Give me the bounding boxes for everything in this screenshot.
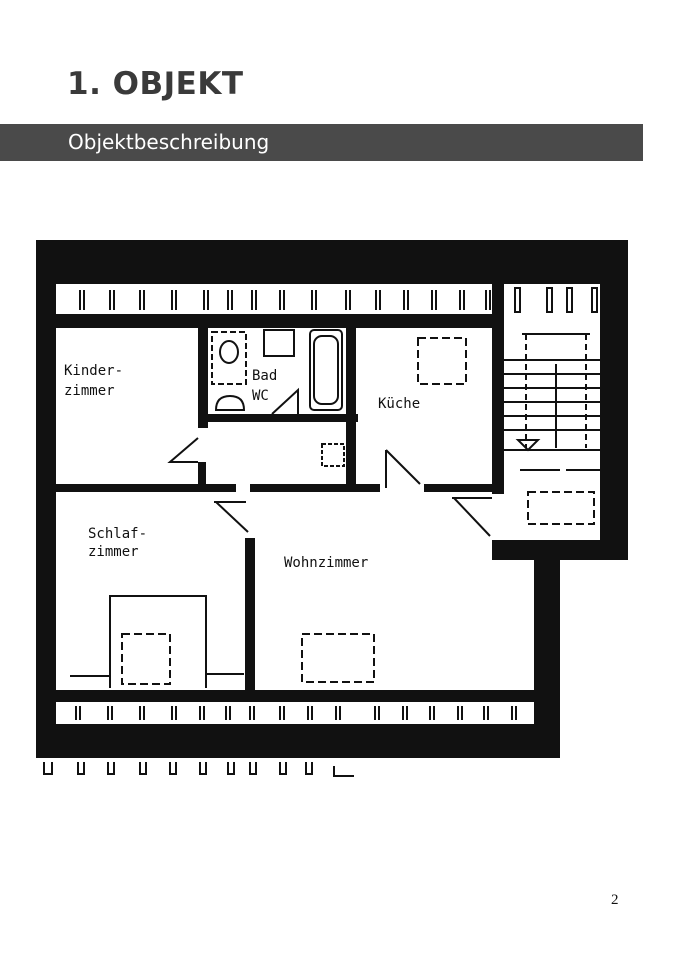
room-label-kinderzimmer-2: zimmer — [64, 383, 115, 399]
section-title: 1. OBJEKT — [67, 66, 244, 102]
window-marks-bottom — [75, 706, 517, 720]
floor-plan-walls — [36, 240, 628, 758]
subsection-bar: Objektbeschreibung — [0, 124, 643, 161]
window-marks-top — [79, 287, 598, 313]
room-label-wc: WC — [252, 388, 269, 404]
door-swings — [167, 387, 492, 537]
furniture-outlines — [121, 337, 595, 685]
subsection-title: Objektbeschreibung — [68, 130, 270, 154]
room-label-schlafzimmer: Schlaf- — [88, 526, 147, 542]
bed-outline — [70, 595, 244, 688]
facade-marks — [43, 762, 354, 777]
room-label-wohnzimmer: Wohnzimmer — [284, 555, 368, 571]
room-label-kinderzimmer: Kinder- — [64, 363, 123, 379]
page-number: 2 — [611, 892, 619, 908]
room-label-kueche: Küche — [378, 396, 420, 412]
bathroom-fixtures — [211, 329, 345, 467]
room-label-schlafzimmer-2: zimmer — [88, 544, 139, 560]
staircase — [504, 333, 600, 471]
room-label-bad: Bad — [252, 368, 277, 384]
